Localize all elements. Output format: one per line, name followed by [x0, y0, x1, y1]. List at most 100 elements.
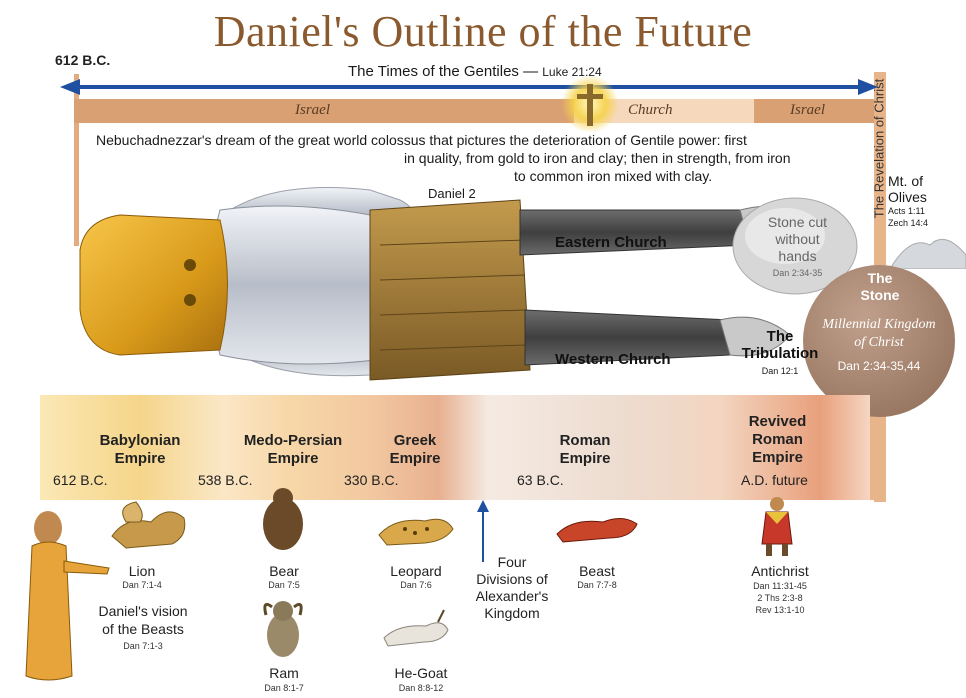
- divisions-line: Divisions of: [476, 571, 548, 587]
- empire-name-line: Empire: [267, 450, 319, 467]
- date-medo-persian: 538 B.C.: [198, 472, 253, 488]
- lion-icon: [111, 501, 186, 549]
- beast-ref: Dan 7:7-8: [577, 580, 617, 590]
- gentiles-text: The Times of the Gentiles —: [348, 63, 539, 80]
- beast-label: Beast: [579, 563, 615, 579]
- empire-roman: Roman Empire: [540, 432, 630, 468]
- olives-ref: Acts 1:11: [888, 206, 925, 216]
- start-date-label: 612 B.C.: [55, 52, 111, 68]
- empire-babylonian: Babylonian Empire: [80, 432, 200, 468]
- empire-name-line: Roman: [559, 432, 611, 449]
- divisions-line: Four: [497, 554, 527, 570]
- antichrist-ref: Dan 11:31-45: [753, 581, 807, 591]
- empire-name-line: Empire: [752, 449, 803, 466]
- stone-title-line: Stone: [860, 287, 900, 303]
- olives-line: Mt. of: [888, 173, 924, 189]
- empire-name-line: Empire: [389, 450, 441, 467]
- bear-ref: Dan 7:5: [268, 580, 300, 590]
- eastern-church-label: Eastern Church: [555, 234, 667, 251]
- divisions-line: Alexander's: [475, 588, 549, 604]
- he-goat-icon: [383, 609, 449, 647]
- tribulation-ref: Dan 12:1: [761, 366, 799, 376]
- stone-cut-line: without: [775, 231, 820, 247]
- empire-name-line: Empire: [114, 450, 166, 467]
- leopard-label: Leopard: [390, 563, 442, 579]
- leopard-icon: [378, 518, 454, 546]
- empire-band: [40, 395, 870, 500]
- he-goat-label: He-Goat: [394, 665, 448, 681]
- description-line: to common iron mixed with clay.: [514, 168, 713, 184]
- olives-line: Olives: [888, 189, 927, 205]
- description-line: in quality, from gold to iron and clay; …: [404, 150, 791, 166]
- ram-label: Ram: [269, 665, 299, 681]
- stone-cut-label: Stone cut without hands Dan 2:34-35: [750, 214, 845, 282]
- daniel-figure-icon: [25, 511, 110, 681]
- millennial-kingdom-label: Millennial Kingdom of Christ: [808, 316, 950, 352]
- tribulation-line: Tribulation: [741, 345, 819, 362]
- vision-label: Daniel's vision of the Beasts: [78, 602, 208, 638]
- description: Nebuchadnezzar's dream of the great worl…: [96, 131, 866, 185]
- band-israel-1: [74, 99, 574, 123]
- he-goat-ref: Dan 8:8-12: [398, 683, 444, 693]
- ram-icon: [263, 601, 303, 657]
- empire-name-line: Babylonian: [99, 432, 181, 449]
- olives-ref: Zech 14:4: [888, 218, 929, 228]
- empire-name-line: Greek: [393, 432, 437, 449]
- cross-icon: [561, 75, 619, 133]
- vision-line: Daniel's vision: [98, 603, 188, 619]
- antichrist-refs: Dan 11:31-45 2 Ths 2:3-8 Rev 13:1-10: [730, 580, 830, 616]
- lion-label: Lion: [128, 563, 156, 579]
- empire-name-line: Empire: [559, 450, 611, 467]
- stone-cut-line: Stone cut: [767, 214, 828, 230]
- date-roman: 63 B.C.: [517, 472, 564, 488]
- olives-label: Mt. of Olives Acts 1:11 Zech 14:4: [888, 173, 928, 229]
- empire-revived-roman: Revived Roman Empire: [730, 413, 825, 467]
- bear-icon: [263, 488, 303, 550]
- beast-icon: [556, 518, 638, 543]
- leopard-ref: Dan 7:6: [400, 580, 432, 590]
- timeline-start-post: [74, 74, 79, 246]
- statue-ref: Daniel 2: [428, 186, 476, 201]
- description-line: Nebuchadnezzar's dream of the great worl…: [96, 132, 747, 148]
- band-israel-2: [754, 99, 874, 123]
- times-of-gentiles-arrow: [60, 79, 878, 95]
- stone-cut-ref: Dan 2:34-35: [772, 268, 823, 278]
- kingdom-ref: Dan 2:34-35,44: [837, 359, 921, 373]
- stone-cut-line: hands: [778, 248, 817, 264]
- empire-medo-persian: Medo-Persian Empire: [228, 432, 358, 468]
- lion-ref: Dan 7:1-4: [122, 580, 162, 590]
- tribulation-label: The Tribulation: [730, 328, 830, 362]
- statue-illustration: [79, 187, 801, 381]
- empire-greek: Greek Empire: [370, 432, 460, 468]
- vision-line: of the Beasts: [102, 621, 184, 637]
- antichrist-icon: [761, 497, 793, 556]
- antichrist-ref: 2 Ths 2:3-8: [757, 593, 803, 603]
- stone-cut-icon: [732, 197, 858, 295]
- ram-ref: Dan 8:1-7: [264, 683, 304, 693]
- page-title: Daniel's Outline of the Future: [213, 7, 753, 56]
- band-church-label: Church: [628, 102, 673, 118]
- kingdom-line: of Christ: [854, 335, 904, 350]
- date-babylonian: 612 B.C.: [53, 472, 108, 488]
- antichrist-ref: Rev 13:1-10: [755, 605, 805, 615]
- mount-of-olives-icon: [890, 238, 966, 269]
- western-church-label: Western Church: [555, 351, 671, 368]
- vision-ref: Dan 7:1-3: [123, 641, 163, 651]
- tribulation-line: The: [766, 328, 794, 345]
- revelation-label: The Revelation of Christ: [871, 78, 887, 219]
- band-israel-1-label: Israel: [295, 102, 330, 118]
- revelation-post-lower: [868, 360, 874, 500]
- divisions-label: Four Divisions of Alexander's Kingdom: [462, 554, 562, 622]
- stone-circle: [803, 265, 955, 417]
- stone-title-line: The: [867, 270, 893, 286]
- divisions-arrow: [477, 500, 489, 562]
- empire-name-line: Roman: [752, 431, 803, 448]
- date-revived-roman: A.D. future: [741, 472, 808, 488]
- date-greek: 330 B.C.: [344, 472, 399, 488]
- antichrist-label: Antichrist: [751, 563, 809, 579]
- empire-name-line: Medo-Persian: [243, 432, 343, 449]
- band-israel-2-label: Israel: [790, 102, 825, 118]
- stone-title: The Stone: [850, 270, 910, 304]
- kingdom-line: Millennial Kingdom: [822, 317, 936, 332]
